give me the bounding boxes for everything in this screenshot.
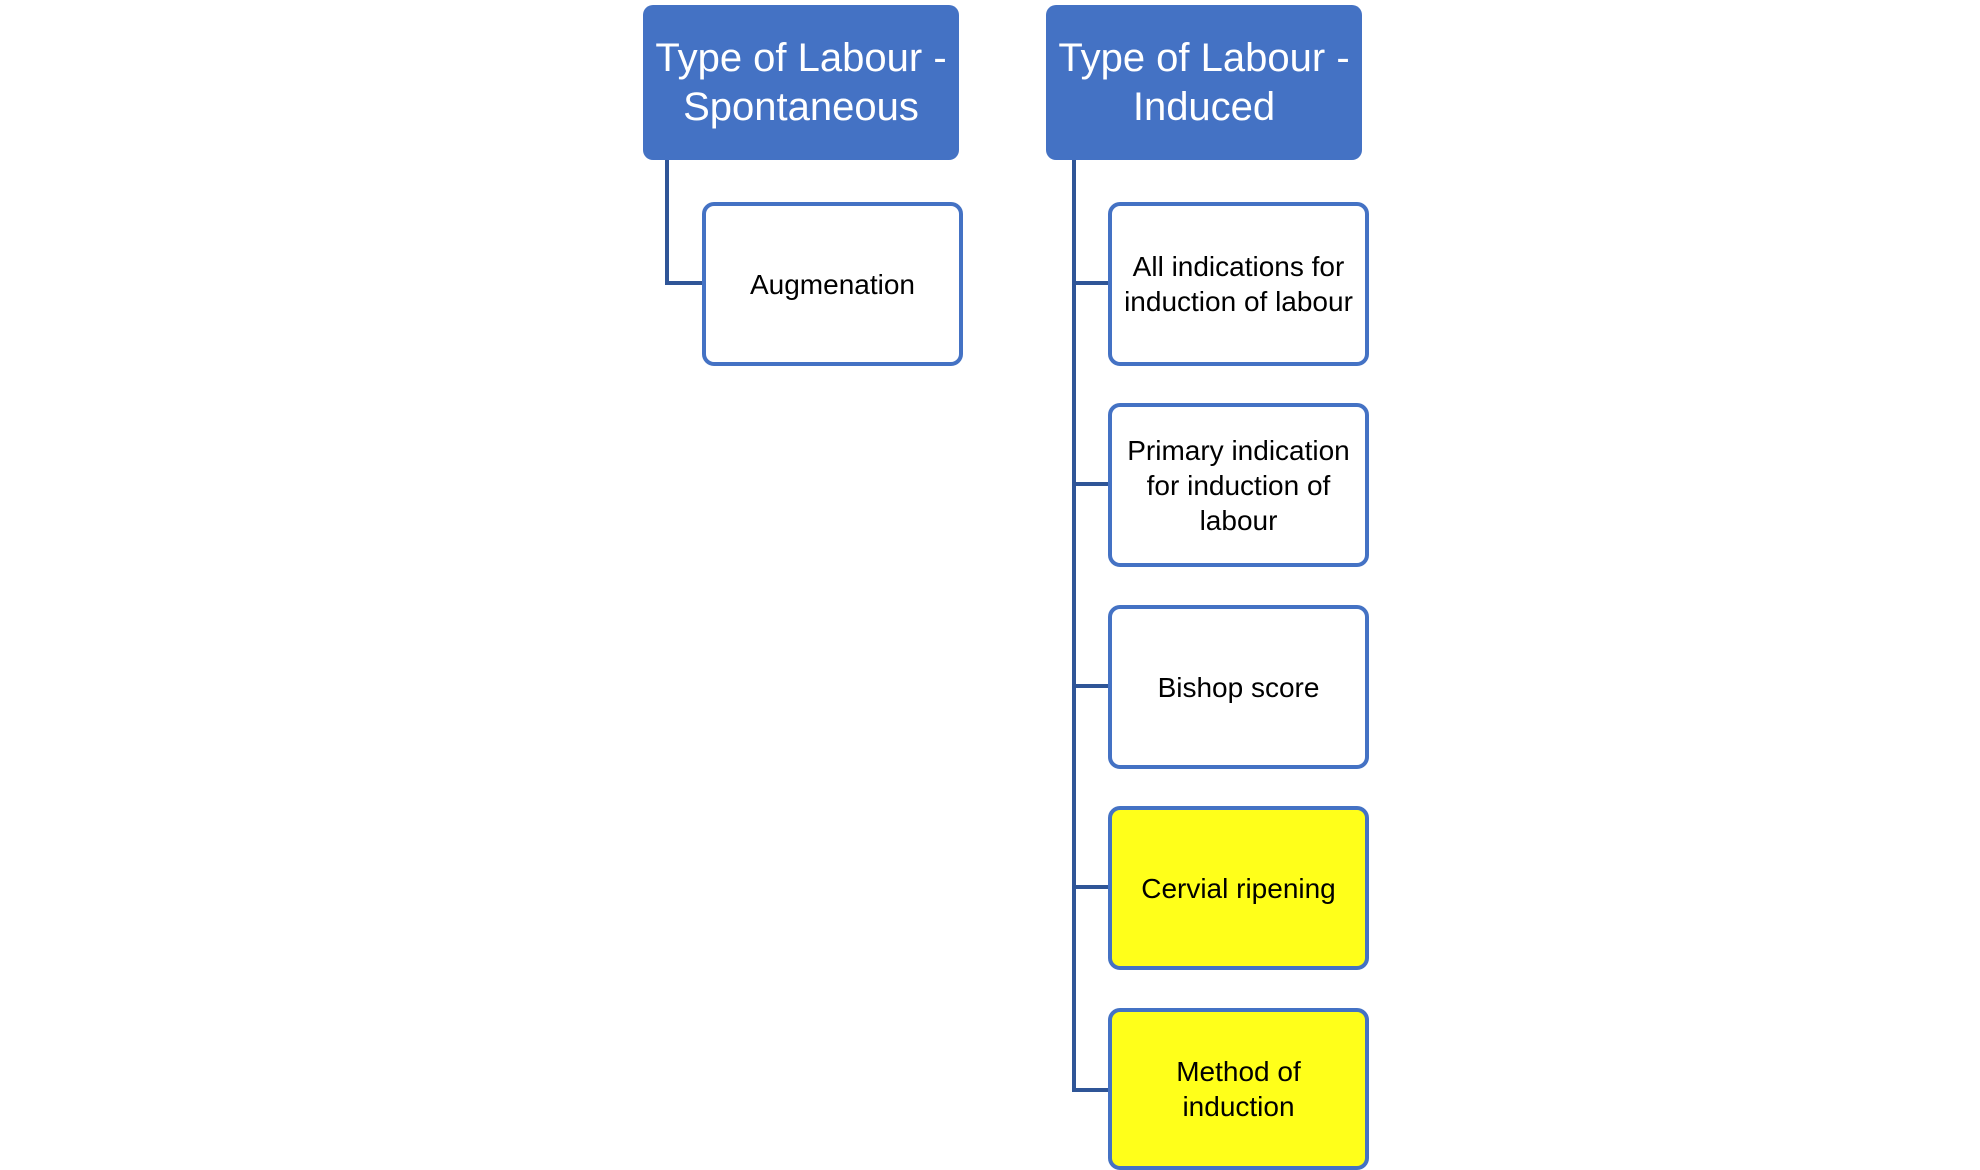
node-bishop-score: Bishop score: [1108, 605, 1369, 769]
node-all-indications-label: All indications for induction of labour: [1124, 251, 1353, 317]
node-method-of-induction-label: Method of induction: [1176, 1056, 1301, 1122]
node-primary-indication: Primary indication for induction of labo…: [1108, 403, 1369, 567]
node-all-indications: All indications for induction of labour: [1108, 202, 1369, 366]
connector-induced-trunk: [1072, 160, 1108, 1092]
node-cervial-ripening-label: Cervial ripening: [1141, 872, 1336, 904]
node-augmenation: Augmenation: [702, 202, 963, 366]
header-spontaneous-label: Type of Labour - Spontaneous: [655, 35, 947, 129]
node-augmenation-label: Augmenation: [749, 268, 915, 300]
header-induced: Type of Labour - Induced: [1046, 5, 1362, 160]
node-cervial-ripening: Cervial ripening: [1108, 806, 1369, 970]
node-primary-indication-label: Primary indication for induction of labo…: [1127, 434, 1350, 536]
node-method-of-induction: Method of induction: [1108, 1008, 1369, 1170]
connector-spontaneous-augmenation: [665, 160, 702, 285]
node-bishop-score-label: Bishop score: [1157, 671, 1320, 703]
header-induced-label: Type of Labour - Induced: [1058, 35, 1350, 129]
header-spontaneous: Type of Labour - Spontaneous: [643, 5, 959, 160]
